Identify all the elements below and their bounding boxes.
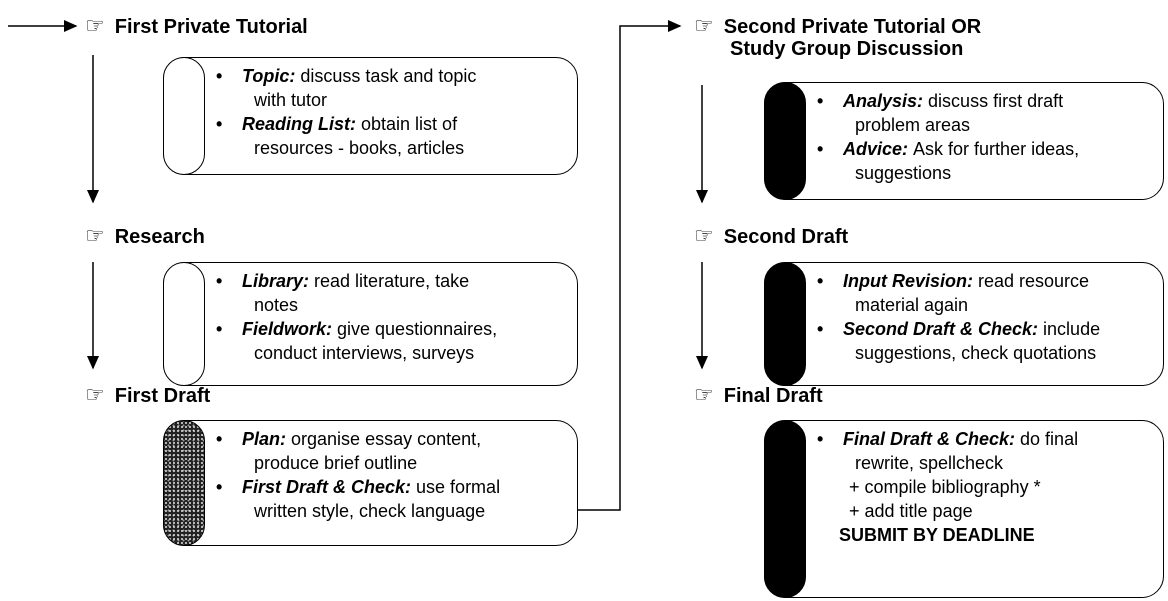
- step-title-research: ☞ Research: [85, 223, 205, 249]
- capsule-dark: [764, 82, 806, 200]
- item-text-cont: rewrite, spellcheck: [855, 453, 1004, 473]
- step-detail-box-second-draft: • Input Revision:read resource material ag…: [764, 262, 1164, 386]
- list-item: • Plan:organise essay content, produce bri…: [208, 427, 571, 475]
- item-text: use formal: [416, 477, 501, 497]
- bullet-icon: •: [216, 66, 223, 86]
- step-title-text: First Private Tutorial: [114, 16, 308, 38]
- pointing-hand-icon: ☞: [85, 13, 105, 38]
- bullet-icon: •: [216, 114, 223, 134]
- step-title-text: Final Draft: [723, 385, 823, 407]
- list-item: • Advice:Ask for further ideas, suggestion…: [809, 137, 1157, 185]
- capsule-dark: [764, 420, 806, 598]
- step-title-text: Research: [114, 226, 205, 248]
- bullet-icon: •: [216, 429, 223, 449]
- capsule-plain: [163, 57, 205, 175]
- step-title-final-draft: ☞ Final Draft: [694, 382, 823, 408]
- step-detail-box-research: • Library:read literature, take notes • Fie…: [163, 262, 578, 386]
- list-item: • Topic:discuss task and topic with tutor: [208, 64, 571, 112]
- list-item: • Input Revision:read resource material ag…: [809, 269, 1157, 317]
- item-term: Final Draft & Check:: [843, 429, 1016, 449]
- item-text: read literature, take: [314, 271, 470, 291]
- list-item: • Final Draft & Check:do final rewrite, sp…: [809, 427, 1157, 475]
- list-item: • First Draft & Check:use formal written s…: [208, 475, 571, 523]
- list-item: • Analysis:discuss first draft problem are…: [809, 89, 1157, 137]
- step-detail-box-first-draft: • Plan:organise essay content, produce bri…: [163, 420, 578, 546]
- item-text: read resource: [978, 271, 1090, 291]
- list-item: • Reading List:obtain list of resources - …: [208, 112, 571, 160]
- extra-step-compile-bibliography: + compile bibliography *: [849, 477, 1041, 497]
- step-detail-box-final-draft: • Final Draft & Check:do final rewrite, sp…: [764, 420, 1164, 598]
- item-text-cont: problem areas: [855, 115, 971, 135]
- item-term: Advice:: [843, 139, 909, 159]
- bullet-icon: •: [216, 319, 223, 339]
- item-text: discuss task and topic: [300, 66, 477, 86]
- pointing-hand-icon: ☞: [694, 13, 714, 38]
- bullet-icon: •: [817, 271, 824, 291]
- item-text: give questionnaires,: [337, 319, 498, 339]
- bullet-icon: •: [817, 139, 824, 159]
- pointing-hand-icon: ☞: [694, 223, 714, 248]
- item-term: Second Draft & Check:: [843, 319, 1039, 339]
- item-text-cont: written style, check language: [254, 501, 486, 521]
- column-link-arrow: [578, 20, 682, 511]
- item-text-cont: produce brief outline: [254, 453, 418, 473]
- item-text-cont: conduct interviews, surveys: [254, 343, 475, 363]
- bullet-icon: •: [817, 91, 824, 111]
- submit-deadline-text: SUBMIT BY DEADLINE: [839, 525, 1035, 545]
- capsule-plain: [163, 262, 205, 386]
- item-term: Input Revision:: [843, 271, 973, 291]
- item-term: Topic:: [242, 66, 296, 86]
- list-item: • Second Draft & Check:include suggestions…: [809, 317, 1157, 365]
- item-text-cont: suggestions, check quotations: [855, 343, 1097, 363]
- item-term: Plan:: [242, 429, 287, 449]
- pointing-hand-icon: ☞: [694, 382, 714, 407]
- pointing-hand-icon: ☞: [85, 223, 105, 248]
- pointing-hand-icon: ☞: [85, 382, 105, 407]
- step-title-text: Second Private Tutorial OR: [723, 16, 982, 38]
- step-title-first-draft: ☞ First Draft: [85, 382, 211, 408]
- step-title-first-private-tutorial: ☞ First Private Tutorial: [85, 13, 308, 39]
- list-item: • Fieldwork:give questionnaires, conduct i…: [208, 317, 571, 365]
- capsule-dark: [764, 262, 806, 386]
- bullet-icon: •: [817, 319, 824, 339]
- extra-step-add-title-page: + add title page: [849, 501, 973, 521]
- item-text-cont: material again: [855, 295, 969, 315]
- item-text: discuss first draft: [928, 91, 1064, 111]
- step-title-text: Second Draft: [723, 226, 849, 248]
- item-text-cont: suggestions: [855, 163, 952, 183]
- item-text: organise essay content,: [291, 429, 482, 449]
- capsule-dotted: [163, 420, 205, 546]
- item-text-cont: resources - books, articles: [254, 138, 465, 158]
- item-term: Library:: [242, 271, 310, 291]
- item-text: do final: [1020, 429, 1079, 449]
- step-title-second-draft: ☞ Second Draft: [694, 223, 849, 249]
- step-title-second-tutorial: ☞ Second Private Tutorial OR Study Group …: [694, 13, 982, 61]
- item-text-cont: with tutor: [254, 90, 328, 110]
- item-term: Reading List:: [242, 114, 357, 134]
- step-title-text: First Draft: [114, 385, 211, 407]
- step-title-text-cont: Study Group Discussion: [730, 38, 964, 60]
- item-text-cont: notes: [254, 295, 299, 315]
- item-text: obtain list of: [361, 114, 458, 134]
- item-text: include: [1043, 319, 1101, 339]
- item-term: Analysis:: [843, 91, 924, 111]
- list-item: • Library:read literature, take notes: [208, 269, 571, 317]
- item-term: First Draft & Check:: [242, 477, 412, 497]
- bullet-icon: •: [817, 429, 824, 449]
- item-term: Fieldwork:: [242, 319, 333, 339]
- item-text: Ask for further ideas,: [913, 139, 1080, 159]
- bullet-icon: •: [216, 477, 223, 497]
- bullet-icon: •: [216, 271, 223, 291]
- step-detail-box-second-tutorial: • Analysis:discuss first draft problem are…: [764, 82, 1164, 200]
